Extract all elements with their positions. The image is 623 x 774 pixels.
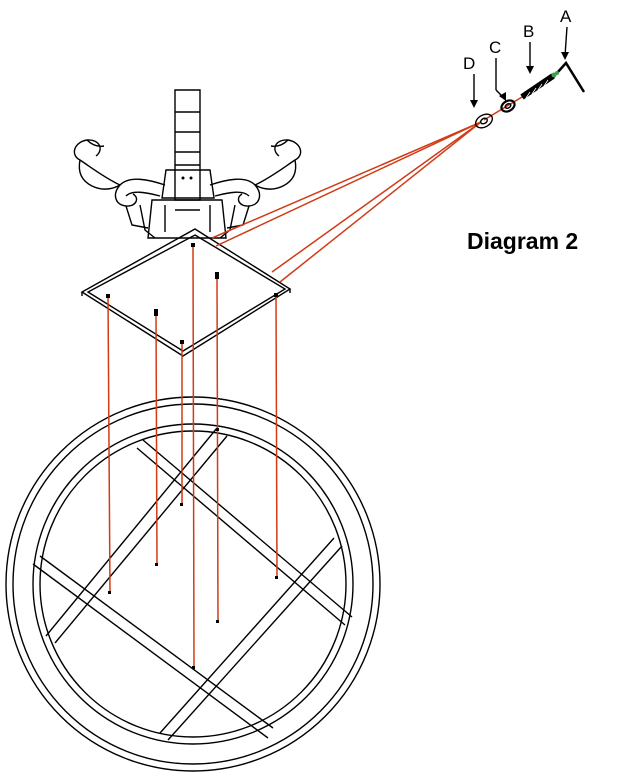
label-d: D [463,54,478,108]
label-c-text: C [489,38,501,57]
part-labels: A B C D [463,7,572,108]
square-plate [80,228,292,357]
rod-5 [216,275,219,623]
rod-4 [192,245,195,669]
hardware-parts [474,60,586,129]
diagram-title: Diagram 2 [467,228,579,254]
label-a-text: A [560,7,572,26]
label-c: C [489,38,506,101]
part-a-hex-key [555,60,586,93]
label-b-text: B [523,22,534,41]
fixture-body [73,89,302,239]
part-c-nut [500,99,516,113]
rod-2 [155,312,158,566]
label-a: A [560,7,572,60]
label-b: B [523,22,534,74]
part-b-threaded-rod [520,72,557,100]
assembly-guide-lines [211,76,556,283]
rod-6 [275,294,278,579]
part-d-washer [474,113,494,129]
label-d-text: D [463,54,475,73]
hanging-rods [106,243,278,669]
rod-1 [107,295,111,594]
